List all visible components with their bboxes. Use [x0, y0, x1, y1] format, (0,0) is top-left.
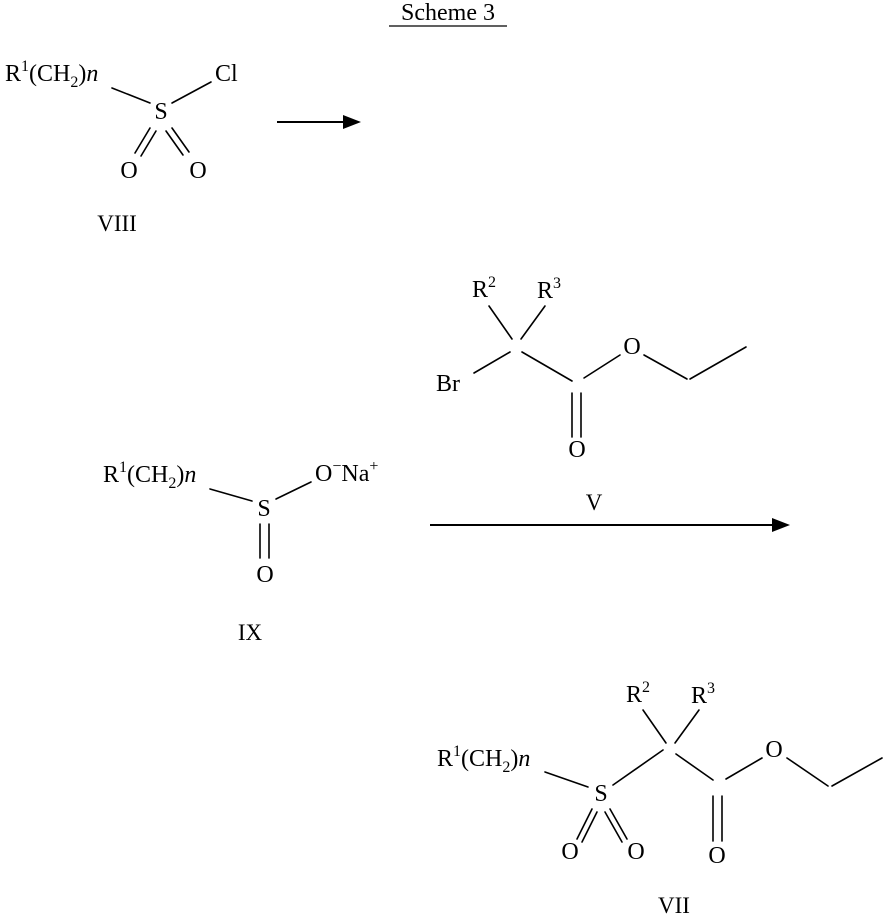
- v-r3-label: R3: [537, 275, 561, 304]
- bond: [165, 130, 184, 156]
- viii-o-left-atom: O: [120, 158, 137, 184]
- bond: [675, 753, 714, 781]
- v-carbonyl-o-atom: O: [568, 437, 585, 463]
- bond: [786, 757, 829, 787]
- scheme-title: Scheme 3: [401, 0, 495, 26]
- bond: [520, 305, 546, 340]
- ix-compound-label: IX: [238, 620, 263, 645]
- vii-s-atom: S: [594, 781, 607, 807]
- bond: [581, 811, 598, 843]
- bond: [488, 305, 513, 340]
- bond: [171, 81, 212, 104]
- vii-r2-label: R2: [626, 679, 650, 708]
- bond: [609, 808, 628, 840]
- viii-compound-label: VIII: [97, 211, 137, 236]
- v-br-atom: Br: [436, 371, 460, 397]
- arrow-head: [772, 518, 790, 532]
- vii-o-left-atom: O: [561, 839, 578, 865]
- structure-vii: R2 R3 R1(CH2)n S O O O O VII: [437, 679, 883, 918]
- bond: [521, 351, 573, 382]
- vii-compound-label: VII: [658, 893, 690, 918]
- bond: [134, 127, 151, 154]
- bond: [643, 354, 688, 380]
- bond: [275, 481, 312, 500]
- viii-cl-atom: Cl: [215, 61, 238, 87]
- bond: [642, 709, 667, 744]
- structure-v: R2 R3 Br O O: [436, 274, 747, 463]
- bond: [171, 127, 190, 153]
- reaction-arrow-2: V: [430, 490, 790, 532]
- viii-o-right-atom: O: [189, 158, 206, 184]
- v-r2-label: R2: [472, 274, 496, 303]
- ix-sulfinate-label: O−Na+: [315, 458, 378, 487]
- arrow-head: [343, 115, 361, 129]
- vii-r3-label: R3: [691, 680, 715, 709]
- ix-chain-label: R1(CH2)n: [103, 459, 196, 492]
- bond: [209, 488, 253, 502]
- viii-s-atom: S: [154, 99, 167, 125]
- bond: [689, 346, 747, 380]
- bond: [583, 354, 621, 379]
- bond: [674, 709, 700, 744]
- bond: [473, 351, 511, 374]
- vii-ester-o-atom: O: [765, 737, 782, 763]
- vii-o-right-atom: O: [627, 839, 644, 865]
- structure-viii: R1(CH2)n S Cl O O VIII: [5, 58, 238, 236]
- viii-chain-label: R1(CH2)n: [5, 58, 98, 91]
- v-compound-label: V: [586, 490, 603, 515]
- ix-s-atom: S: [257, 496, 270, 522]
- reaction-arrow-1: [277, 115, 361, 129]
- bond: [544, 771, 589, 788]
- bond: [725, 757, 763, 780]
- vii-chain-label: R1(CH2)n: [437, 743, 530, 776]
- bond: [604, 811, 623, 843]
- bond: [576, 808, 593, 840]
- ix-o-atom: O: [256, 562, 273, 588]
- vii-carbonyl-o-atom: O: [708, 843, 725, 869]
- bond: [831, 757, 883, 787]
- bond: [140, 130, 157, 157]
- v-ester-o-atom: O: [623, 334, 640, 360]
- structure-ix: R1(CH2)n S O−Na+ O IX: [103, 458, 378, 645]
- scheme-title-group: Scheme 3: [389, 0, 507, 27]
- bond: [111, 87, 151, 104]
- bond: [612, 749, 664, 786]
